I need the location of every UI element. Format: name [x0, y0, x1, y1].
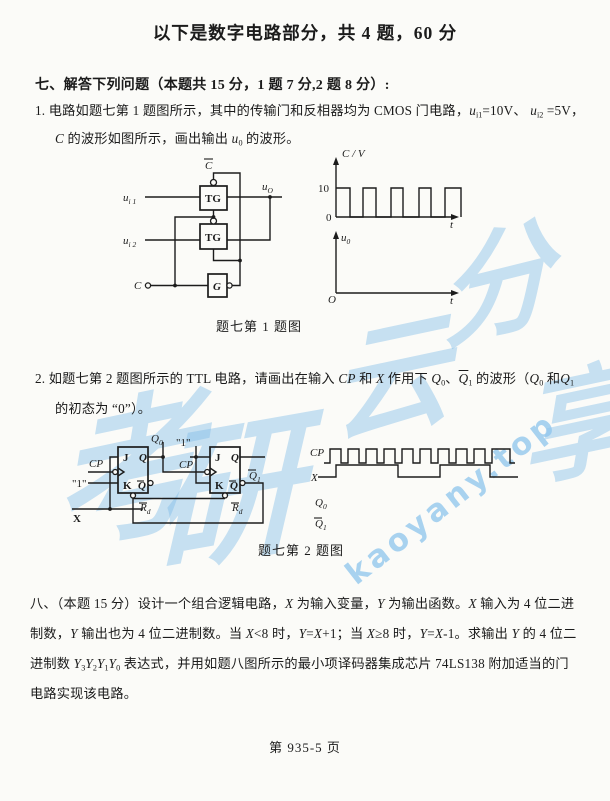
- c-control-wire: [174, 216, 214, 286]
- tg2-bottom-control-wire: [212, 249, 240, 262]
- ff1-k-label: K: [123, 480, 132, 492]
- x-wave-label: X: [310, 472, 319, 484]
- cp-waveform: [324, 448, 515, 464]
- q8-text-line2: 制数，Y 输出也为 4 位二进制数。当 X<8 时，Y=X+1；当 X≥8 时，…: [30, 626, 577, 641]
- ff2-cp-label: CP: [179, 459, 193, 471]
- ff1-qbar-label: Q: [138, 480, 146, 492]
- q1bar-net-label: Q1: [249, 470, 261, 484]
- ff2-one-to-k-wire: [195, 457, 210, 484]
- x-waveform: [318, 464, 518, 478]
- tg1-control-bubble: [209, 178, 218, 187]
- junction-dot: [161, 455, 165, 459]
- page-number: 第 935-5 页: [269, 740, 341, 755]
- q2-text-line2: 的初态为 “0”）。: [55, 401, 152, 416]
- cbar-label: C: [205, 160, 213, 172]
- ff2-clock-chevron: [209, 467, 218, 477]
- q1bar-wave-label: Q1: [315, 518, 327, 532]
- uo-label: uO: [262, 181, 274, 195]
- inverter-output-bubble: [226, 282, 233, 289]
- c-plot-x-arrow: [451, 214, 459, 220]
- c-input-terminal: [144, 282, 152, 289]
- c-waveform: [336, 187, 462, 218]
- q1-text-line2: C 的波形如图所示，画出输出 u0 的波形。: [55, 131, 300, 148]
- ff1-clock-chevron: [117, 467, 126, 477]
- q8-text-line1: 八、（本题 15 分）设计一个组合逻辑电路，X 为输入变量，Y 为输出函数。X …: [30, 596, 575, 611]
- inverter-g-label: G: [213, 281, 221, 293]
- junction-dot: [211, 215, 216, 219]
- fig1-waveform-plot: C / V 10 0 t u0 O t: [318, 148, 462, 307]
- ff2-k-label: K: [215, 480, 224, 492]
- fig1-tg-circuit: TG TG G C ui 1 ui 2 uO C: [123, 158, 282, 298]
- ff2-one-label: "1": [176, 437, 190, 449]
- uo-plot-t-label: t: [450, 295, 454, 307]
- x-label: X: [73, 513, 81, 525]
- ff2-rd-label: Rd: [231, 502, 243, 516]
- c-plot-t-label: t: [450, 219, 454, 231]
- ff1-q-label: Q: [139, 452, 147, 464]
- ff1-rd-bubble: [129, 492, 137, 499]
- c-plot-tick-10: 10: [318, 183, 330, 195]
- ff1-cp-label: CP: [89, 458, 103, 470]
- ui1-label: ui 1: [123, 192, 136, 206]
- q1-text-line1: 1. 电路如题七第 1 题图所示，其中的传输门和反相器均为 CMOS 门电路，u…: [35, 103, 585, 120]
- q2-text-line1: 2. 如题七第 2 题图所示的 TTL 电路，请画出在输入 CP 和 X 作用下…: [35, 371, 575, 388]
- q0-wave-label: Q0: [315, 497, 327, 511]
- fig2-waveform-plot: CP X Q0 Q1: [310, 447, 518, 532]
- fig2-jk-circuit: J Q K Q CP "1" X Q0 CP J Q K Q: [72, 433, 265, 525]
- c-label: C: [134, 280, 142, 292]
- uo-plot-origin: O: [328, 294, 336, 306]
- c-plot-ylabel: C / V: [342, 148, 366, 160]
- c-plot-tick-0: 0: [326, 212, 332, 224]
- tg1-label: TG: [205, 193, 221, 205]
- x-to-j-wire: [109, 456, 118, 509]
- ff1-clock-bubble: [112, 468, 119, 476]
- section7-heading: 七、解答下列问题（本题共 15 分，1 题 7 分,2 题 8 分）:: [35, 78, 390, 93]
- ff2-rd-bubble: [221, 492, 229, 499]
- ff2-q-label: Q: [231, 452, 239, 464]
- junction-dot: [108, 507, 112, 511]
- uo-plot-ylabel: u0: [341, 232, 351, 246]
- uo-plot-x-arrow: [451, 290, 459, 296]
- ff1-rd-label: Rd: [139, 502, 151, 516]
- tg2-label: TG: [205, 232, 221, 244]
- cp-wave-label: CP: [310, 447, 324, 459]
- fig2-caption: 题七第 2 题图: [258, 543, 345, 558]
- ff1-qbar-bubble: [147, 479, 154, 487]
- q8-text-line3: 进制数 Y3Y2Y1Y0 表达式，并用如题八图所示的最小项译码器集成芯片 74L…: [30, 656, 569, 673]
- ff2-clock-bubble: [204, 468, 211, 476]
- ff1-one-label: "1": [72, 478, 86, 490]
- tg2-out-wire: [227, 197, 271, 241]
- junction-dot: [238, 258, 242, 263]
- q0-net-label: Q0: [151, 433, 163, 447]
- uo-plot-y-arrow: [333, 231, 339, 239]
- page-title: 以下是数字电路部分，共 4 题，60 分: [152, 23, 458, 43]
- ff2-qbar-label: Q: [230, 480, 238, 492]
- ui2-label: ui 2: [123, 235, 136, 249]
- c-plot-y-arrow: [333, 157, 339, 165]
- ff1-j-label: J: [123, 452, 129, 464]
- ff2-qbar-bubble: [239, 479, 246, 487]
- ff2-j-label: J: [215, 452, 221, 464]
- cbar-wire: [212, 172, 241, 287]
- q8-text-line4: 电路实现该电路。: [30, 686, 138, 701]
- q0-to-cp2-wire: [162, 442, 205, 473]
- q1bar-feedback-wire: [132, 482, 264, 524]
- fig1-caption: 题七第 1 题图: [216, 319, 303, 334]
- junction-dot: [268, 195, 272, 199]
